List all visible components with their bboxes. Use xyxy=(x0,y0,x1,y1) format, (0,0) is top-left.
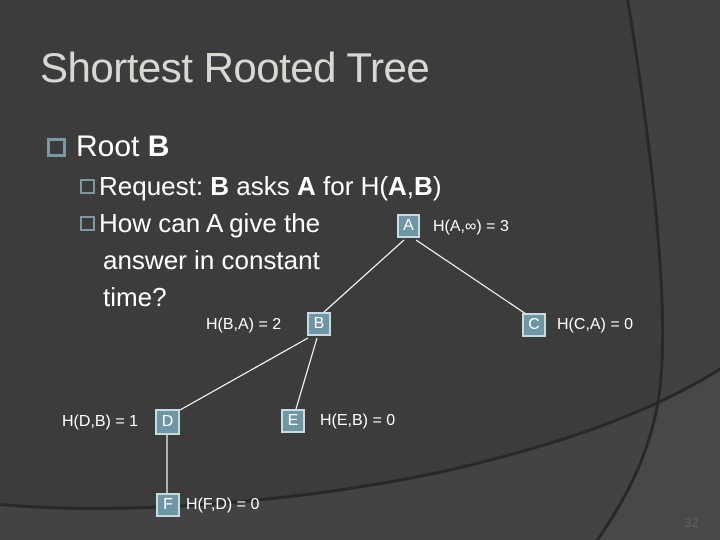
request-p4: , xyxy=(406,171,415,201)
node-b-letter: B xyxy=(313,315,325,332)
label-h-c: H(C,A) = 0 xyxy=(557,316,634,333)
label-h-d: H(D,B) = 1 xyxy=(62,413,139,430)
background-arc-bottom xyxy=(0,367,720,510)
bullet-group: Request: B asks A for H(A,B) How can A g… xyxy=(80,168,441,316)
edge-b-e xyxy=(295,337,318,410)
request-b4: B xyxy=(414,171,433,201)
tree-node-a: A xyxy=(397,214,420,238)
how-line1: How can A give the xyxy=(99,208,321,238)
page-number: 32 xyxy=(684,515,699,530)
request-b3: A xyxy=(388,171,407,201)
label-h-f: H(F,D) = 0 xyxy=(186,496,260,513)
square-bullet-icon xyxy=(80,216,95,231)
tree-node-b: B xyxy=(307,312,331,336)
node-c-letter: C xyxy=(528,316,540,333)
edge-a-c xyxy=(415,239,527,315)
request-b1: B xyxy=(210,171,230,201)
node-f-letter: F xyxy=(163,496,173,513)
node-e-letter: E xyxy=(287,412,299,429)
request-text: Request: B asks A for H(A,B) xyxy=(99,171,441,202)
request-p1: Request: xyxy=(99,171,211,201)
background-bottom-region xyxy=(0,369,720,540)
how-line3: time? xyxy=(103,282,167,312)
bullet-root-b-text: Root B xyxy=(76,130,169,164)
edge-a-b xyxy=(323,239,405,313)
root-text: Root xyxy=(76,130,148,163)
bullet-root-b: Root B xyxy=(47,130,169,164)
node-d-letter: D xyxy=(161,413,174,430)
tree-node-d: D xyxy=(155,409,180,435)
label-h-e: H(E,B) = 0 xyxy=(320,412,396,429)
root-bold-b: B xyxy=(147,130,170,163)
bullet-request: Request: B asks A for H(A,B) xyxy=(80,168,441,205)
request-b2: A xyxy=(297,171,316,201)
request-p2: asks xyxy=(229,171,297,201)
edge-b-d xyxy=(179,337,309,411)
background-arc-right xyxy=(595,0,665,540)
how-line2: answer in constant xyxy=(103,245,320,275)
square-bullet-icon xyxy=(80,179,95,194)
bullet-how-cont2: time? xyxy=(80,279,420,316)
node-a-letter: A xyxy=(403,217,414,234)
tree-node-e: E xyxy=(281,409,305,433)
background-right-region xyxy=(597,0,720,540)
label-h-a: H(A,∞) = 3 xyxy=(433,218,509,235)
request-p3: for H( xyxy=(315,171,389,201)
bullet-how-cont1: answer in constant xyxy=(80,242,420,279)
bullet-how: How can A give the xyxy=(80,205,420,242)
request-p5: ) xyxy=(432,171,442,201)
label-h-b: H(B,A) = 2 xyxy=(206,316,282,333)
tree-node-c: C xyxy=(522,313,546,337)
tree-node-f: F xyxy=(156,493,180,517)
square-bullet-icon xyxy=(47,137,66,157)
page-title: Shortest Rooted Tree xyxy=(40,44,430,91)
